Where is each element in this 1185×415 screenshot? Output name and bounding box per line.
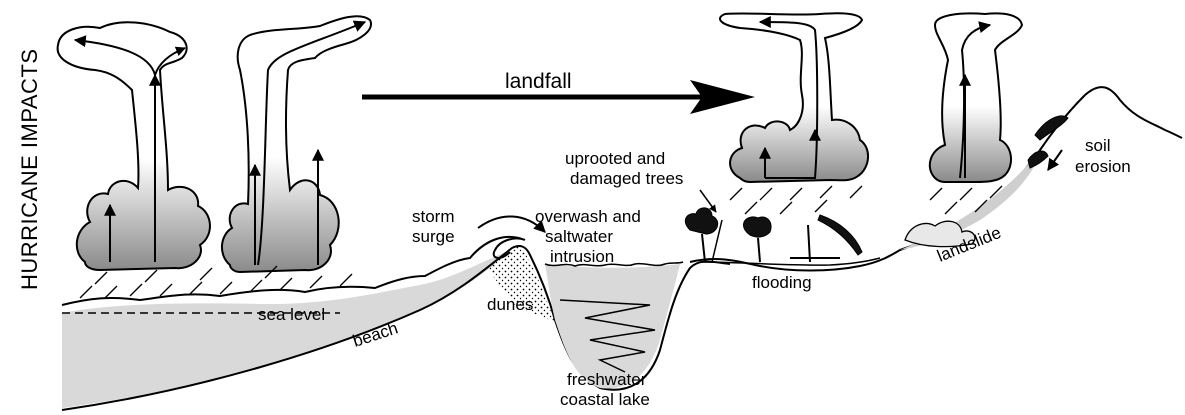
- label-soil: soil: [1085, 136, 1111, 155]
- hillside-trees: [1028, 116, 1068, 168]
- soil-erosion-arrow: [1048, 150, 1062, 170]
- label-erosion: erosion: [1075, 157, 1131, 176]
- storm-cloud-1: [58, 22, 210, 270]
- label-surge: surge: [412, 227, 455, 246]
- rain-right: [730, 186, 1002, 214]
- label-damaged-trees: damaged trees: [570, 169, 683, 188]
- label-flooding: flooding: [752, 273, 812, 292]
- uprooted-trees: [685, 208, 862, 262]
- storm-cloud-4: [930, 13, 1022, 182]
- label-dunes: dunes: [487, 295, 533, 314]
- label-coastal-lake: coastal lake: [560, 390, 650, 409]
- side-title: HURRICANE IMPACTS: [17, 48, 42, 290]
- storm-cloud-2: [222, 16, 371, 272]
- label-sea-level: sea level: [258, 305, 325, 324]
- label-uprooted: uprooted and: [565, 149, 665, 168]
- ocean: [62, 248, 515, 408]
- label-landfall: landfall: [505, 70, 572, 93]
- label-overwash: overwash and: [535, 207, 641, 226]
- label-saltwater: saltwater: [545, 227, 613, 246]
- label-storm: storm: [412, 207, 455, 226]
- label-intrusion: intrusion: [550, 247, 614, 266]
- label-freshwater: freshwater: [567, 370, 647, 389]
